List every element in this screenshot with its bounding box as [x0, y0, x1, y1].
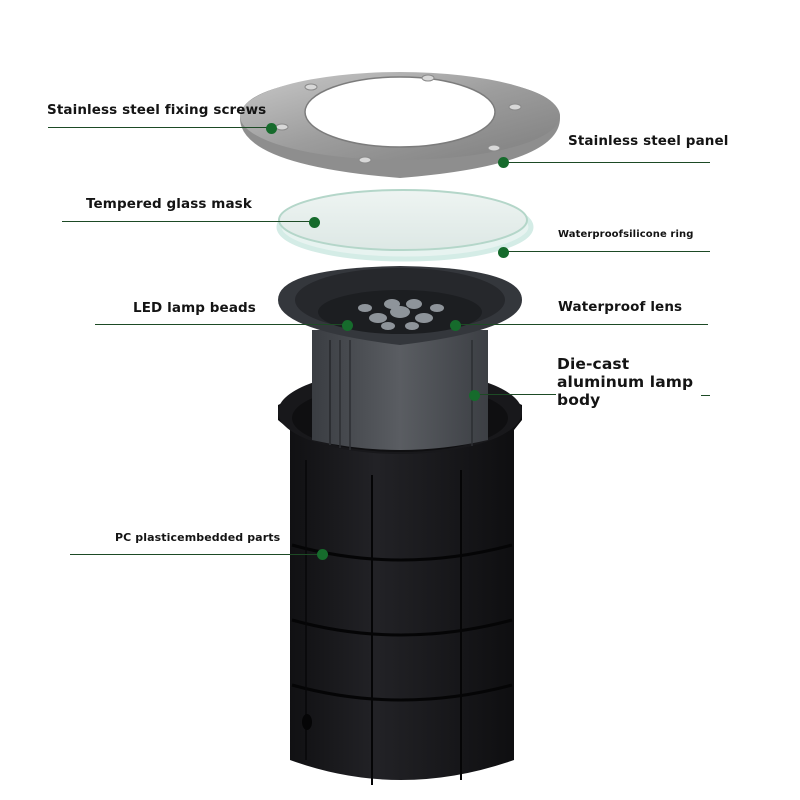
marker-dot-waterproof-lens: [449, 319, 461, 331]
callout-label-steel-panel: Stainless steel panel: [568, 133, 729, 149]
leader-line-steel-panel: [503, 162, 710, 164]
leader-line-lamp-body-tail: [701, 395, 710, 397]
marker-dot-glass-mask: [308, 216, 320, 228]
aluminum-lamp-body: [278, 266, 522, 450]
marker-dot-led-beads: [341, 319, 353, 331]
callout-label-glass-mask: Tempered glass mask: [86, 196, 252, 212]
leader-line-silicone-ring: [503, 251, 710, 253]
leader-line-embedded-parts: [70, 554, 322, 556]
leader-line-glass-mask: [62, 221, 314, 223]
leader-line-fixing-screws: [48, 127, 270, 129]
leader-line-lamp-body: [474, 394, 556, 396]
marker-dot-steel-panel: [497, 156, 509, 168]
callout-label-fixing-screws: Stainless steel fixing screws: [47, 102, 267, 118]
leader-line-led-beads: [95, 324, 347, 326]
callout-label-lamp-body: Die-cast aluminum lamp body: [557, 355, 694, 409]
marker-dot-embedded-parts: [316, 548, 328, 560]
marker-dot-lamp-body: [468, 389, 480, 401]
callout-label-led-beads: LED lamp beads: [133, 300, 256, 316]
marker-dot-silicone-ring: [497, 246, 509, 258]
tempered-glass-mask: [276, 189, 534, 262]
leader-line-waterproof-lens: [455, 324, 708, 326]
callout-label-silicone-ring: Waterproofsilicone ring: [558, 229, 694, 240]
marker-dot-fixing-screws: [265, 122, 277, 134]
stainless-steel-panel: [240, 72, 560, 178]
callout-label-waterproof-lens: Waterproof lens: [558, 299, 683, 315]
callout-label-embedded-parts: PC plasticembedded parts: [115, 531, 281, 544]
